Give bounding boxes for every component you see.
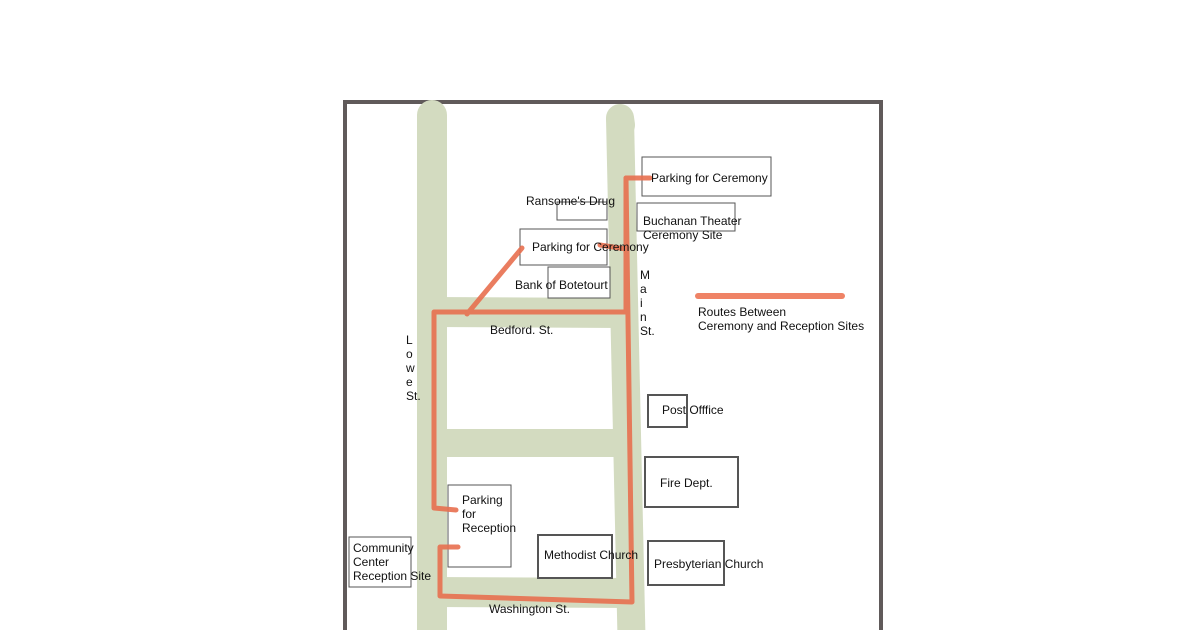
bank-box xyxy=(547,266,611,299)
main-street-cap xyxy=(606,104,635,139)
methodist-box xyxy=(537,534,613,579)
route-theater-connector xyxy=(597,242,629,252)
washington-street xyxy=(431,577,631,608)
presbyterian-label: Presbyterian Church xyxy=(654,557,764,571)
buchanan-theater-box xyxy=(636,202,736,232)
fire-dept-box xyxy=(644,456,739,508)
post-office-box xyxy=(647,394,688,428)
route-ceremony-to-reception-parking xyxy=(431,175,653,513)
route-west-parking xyxy=(464,245,525,317)
washington-street-label: Washington St. xyxy=(489,602,570,616)
methodist-label: Methodist Church xyxy=(544,548,639,562)
parking-reception-label: Parking for Reception xyxy=(462,493,517,535)
fire-dept-label: Fire Dept. xyxy=(660,476,713,490)
legend-route-label: Routes Between Ceremony and Reception Si… xyxy=(698,305,865,333)
lowe-street-label: L o w e St. xyxy=(406,333,421,403)
post-office-label: Post Offfice xyxy=(662,403,724,417)
bedford-street-label: Bedford. St. xyxy=(490,323,554,337)
main-street-label: M a i n St. xyxy=(640,268,655,338)
ransomes-drug-label: Ransome's Drug xyxy=(526,194,615,208)
parking-ceremony-north-label: Parking for Ceremony xyxy=(651,171,768,185)
parking-ceremony-west-label: Parking for Ceremony xyxy=(532,240,649,254)
ransomes-drug-box xyxy=(556,201,608,221)
routes xyxy=(431,175,653,605)
community-center-box xyxy=(348,536,412,588)
route-main-washington xyxy=(437,175,635,605)
parking-reception-box xyxy=(447,484,512,568)
presbyterian-box xyxy=(647,540,725,586)
community-center-label: Community Center Reception Site xyxy=(353,541,432,583)
buchanan-theater-label: Buchanan Theater Ceremony Site xyxy=(643,214,742,242)
bank-label: Bank of Botetourt xyxy=(515,278,608,292)
